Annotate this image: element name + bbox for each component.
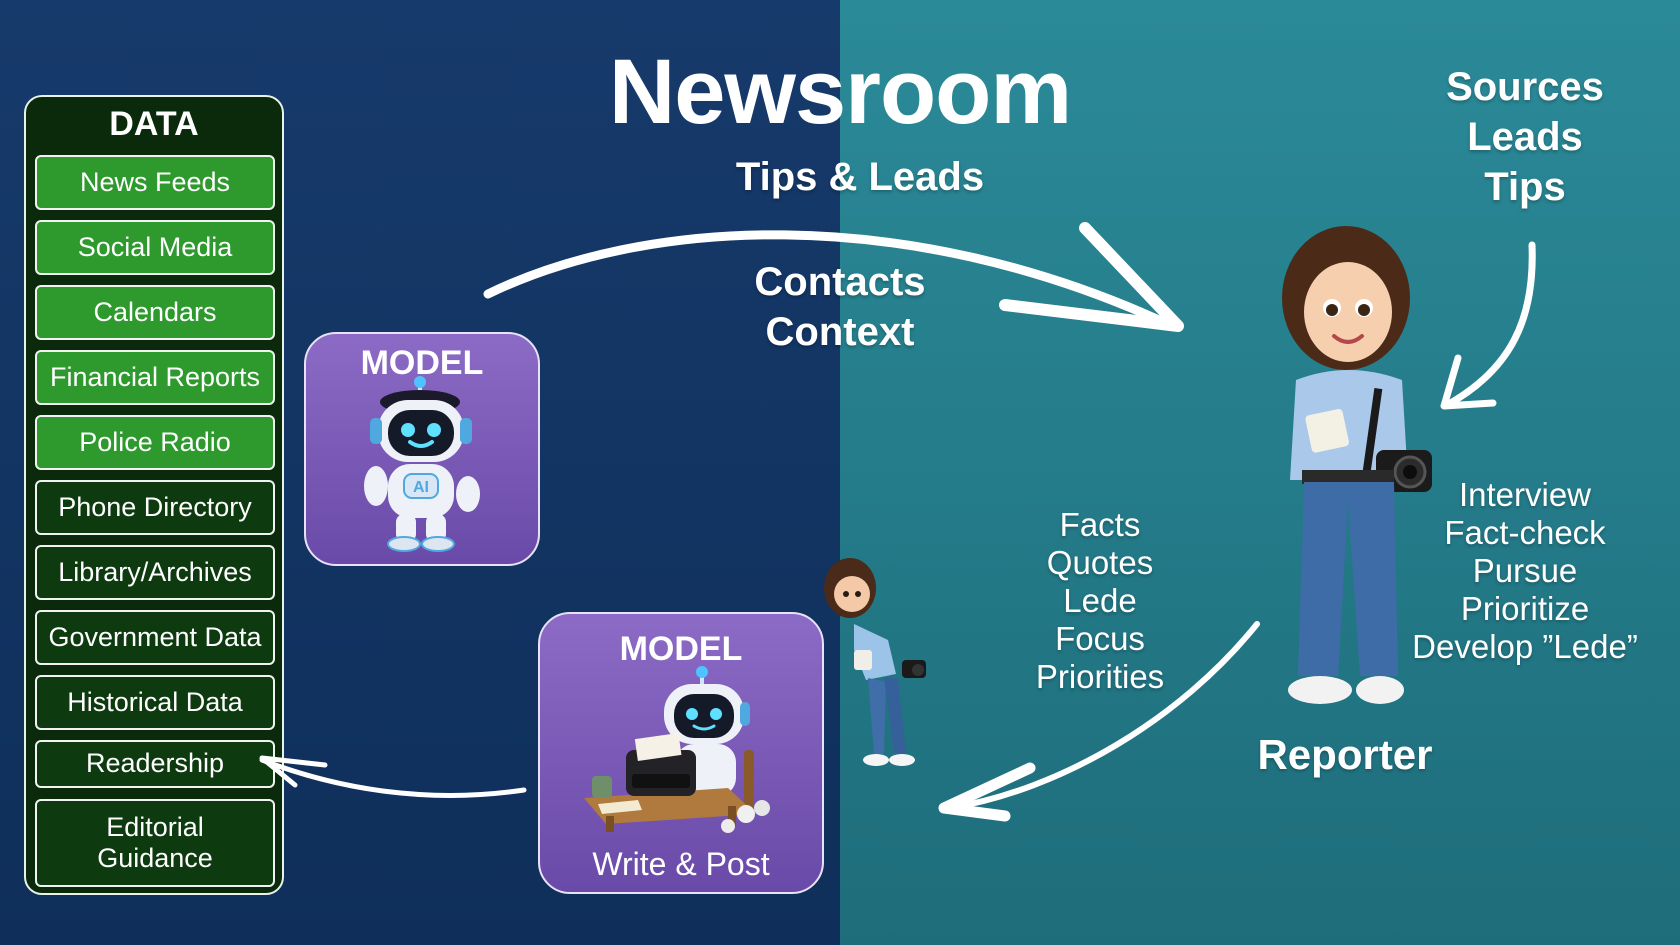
data-panel: DATA News Feeds Social Media Calendars F… bbox=[24, 95, 284, 895]
context-label: Context bbox=[765, 310, 915, 354]
reporter-label: Reporter bbox=[1257, 731, 1433, 778]
model-top-label: MODEL bbox=[360, 344, 484, 382]
robot-typewriter-icon bbox=[584, 666, 770, 833]
data-item-historical-data[interactable]: Historical Data bbox=[35, 675, 275, 730]
data-item-financial-reports[interactable]: Financial Reports bbox=[35, 350, 275, 405]
write-post-label: Write & Post bbox=[592, 846, 770, 882]
small-reporter-icon bbox=[824, 558, 926, 766]
robot-icon: AI bbox=[364, 376, 480, 552]
tips-leads-label: Tips & Leads bbox=[735, 155, 985, 199]
model-box-top[interactable]: MODEL AI bbox=[304, 332, 540, 566]
fact-check-label: Fact-check bbox=[1444, 514, 1606, 551]
svg-text:AI: AI bbox=[413, 479, 429, 496]
reporter-figure-icon bbox=[1282, 226, 1432, 704]
model-bottom-label: MODEL bbox=[619, 630, 743, 668]
quotes-label: Quotes bbox=[1046, 544, 1154, 581]
model-box-bottom[interactable]: MODEL Write & Post bbox=[538, 612, 824, 894]
develop-lede-label: Develop ”Lede” bbox=[1412, 628, 1638, 665]
data-item-calendars[interactable]: Calendars bbox=[35, 285, 275, 340]
lede-label: Lede bbox=[1063, 582, 1137, 619]
guidance-line: Guidance bbox=[97, 843, 213, 873]
data-item-government-data[interactable]: Government Data bbox=[35, 610, 275, 665]
focus-label: Focus bbox=[1055, 620, 1145, 657]
editorial-line: Editorial bbox=[106, 811, 204, 842]
facts-label: Facts bbox=[1059, 506, 1141, 543]
page-title: Newsroom bbox=[608, 41, 1072, 143]
interview-label: Interview bbox=[1458, 476, 1592, 513]
contacts-label: Contacts bbox=[754, 260, 926, 304]
data-item-library-archives[interactable]: Library/Archives bbox=[35, 545, 275, 600]
leads-label: Leads bbox=[1467, 115, 1583, 159]
data-item-social-media[interactable]: Social Media bbox=[35, 220, 275, 275]
data-item-police-radio[interactable]: Police Radio bbox=[35, 415, 275, 470]
data-item-phone-directory[interactable]: Phone Directory bbox=[35, 480, 275, 535]
sources-label: Sources bbox=[1446, 65, 1604, 109]
prioritize-label: Prioritize bbox=[1460, 590, 1590, 627]
priorities-label: Priorities bbox=[1035, 658, 1165, 695]
data-item-news-feeds[interactable]: News Feeds bbox=[35, 155, 275, 210]
tips-label: Tips bbox=[1484, 165, 1566, 209]
data-item-editorial-guidance[interactable]: Editorial Guidance bbox=[35, 799, 275, 887]
pursue-label: Pursue bbox=[1472, 552, 1578, 589]
data-panel-title: DATA bbox=[109, 105, 199, 143]
